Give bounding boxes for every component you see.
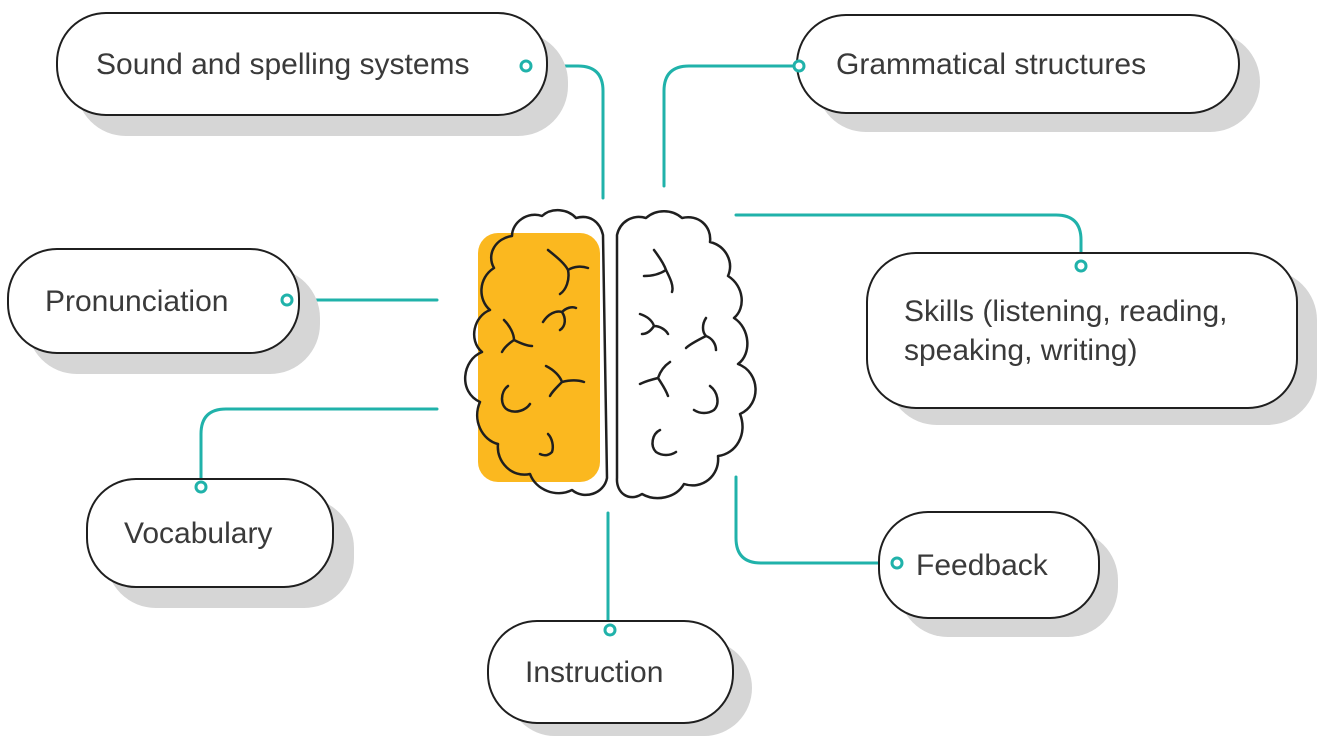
endpoint-skills (1074, 259, 1088, 273)
endpoint-feedback (890, 556, 904, 570)
endpoint-pronunciation (280, 293, 294, 307)
connector-feedback (734, 475, 899, 565)
node-feedback: Feedback (878, 511, 1100, 619)
endpoint-grammatical (792, 59, 806, 73)
node-instruction-label: Instruction (525, 655, 664, 689)
node-vocabulary: Vocabulary (86, 478, 334, 588)
connector-vocabulary (199, 407, 439, 489)
node-pronunciation: Pronunciation (7, 248, 300, 354)
node-vocabulary-label: Vocabulary (124, 516, 273, 550)
node-grammatical-structures: Grammatical structures (796, 14, 1240, 114)
endpoint-sound-spelling (519, 59, 533, 73)
endpoint-instruction (603, 623, 617, 637)
node-instruction: Instruction (487, 620, 734, 724)
node-skills: Skills (listening, reading, speaking, wr… (866, 252, 1298, 409)
node-feedback-label: Feedback (916, 548, 1048, 582)
node-sound-spelling: Sound and spelling systems (56, 12, 548, 116)
connector-skills (734, 213, 1083, 268)
node-grammatical-structures-label: Grammatical structures (836, 47, 1147, 81)
node-sound-spelling-label: Sound and spelling systems (96, 47, 470, 81)
endpoint-vocabulary (194, 480, 208, 494)
connector-grammatical (662, 64, 801, 188)
node-skills-label: Skills (listening, reading, speaking, wr… (904, 294, 1228, 367)
node-pronunciation-label: Pronunciation (45, 284, 229, 318)
connector-sound-spelling (524, 64, 605, 200)
